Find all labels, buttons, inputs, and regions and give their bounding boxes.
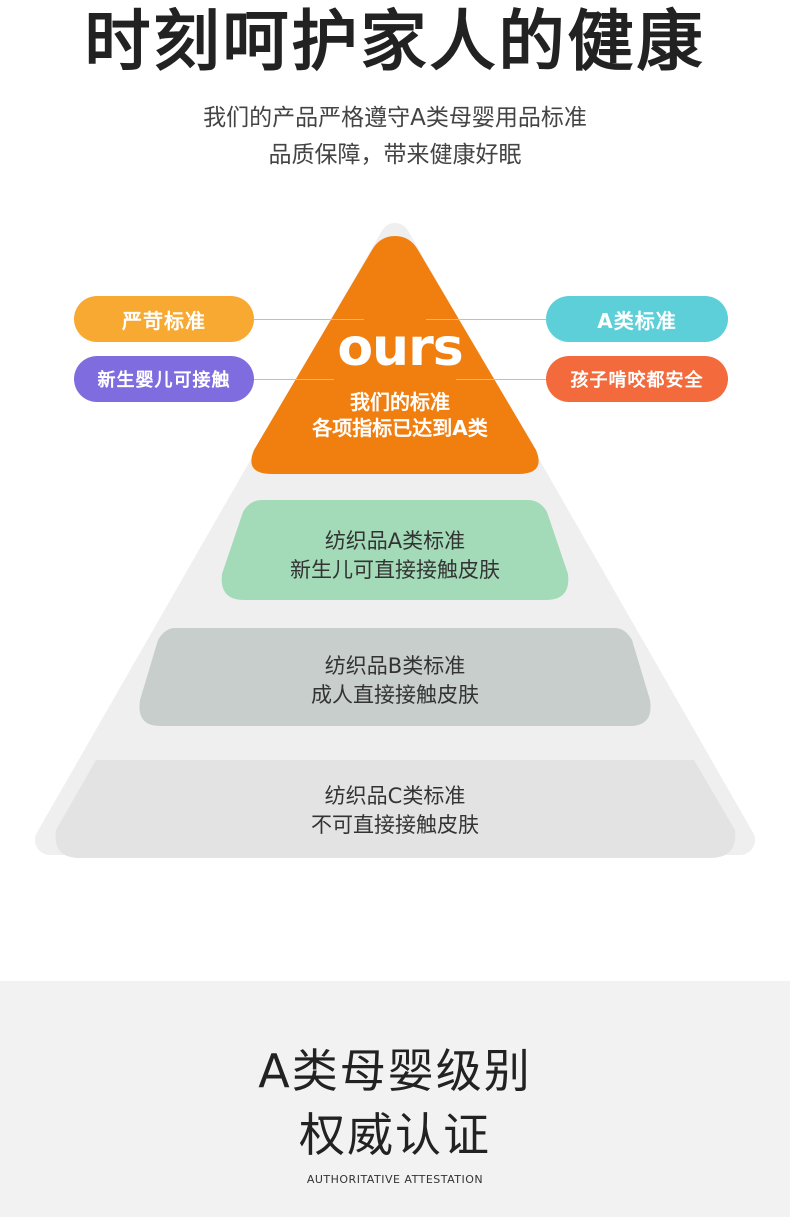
tier-a-title: 纺织品A类标准 <box>324 529 466 553</box>
brand-logo: ours <box>337 318 463 378</box>
connector-left-2 <box>254 379 334 380</box>
tier-c-title: 纺织品C类标准 <box>324 784 466 808</box>
tier-b-desc: 成人直接接触皮肤 <box>311 683 479 707</box>
tier-a-band <box>221 500 569 600</box>
certification-title-line-2: 权威认证 <box>299 1108 491 1162</box>
our-standard-line-1: 我们的标准 <box>350 390 450 414</box>
connector-right-1 <box>426 319 546 320</box>
connector-right-2 <box>456 379 546 380</box>
subtitle-line-1: 我们的产品严格遵守A类母婴用品标准 <box>203 105 587 131</box>
certification-title-line-1: A类母婴级别 <box>258 1044 532 1098</box>
badge-strict-standard: 严苛标准 <box>74 296 254 342</box>
badge-bite-safe: 孩子啃咬都安全 <box>546 356 728 402</box>
certification-section <box>0 981 790 1217</box>
connector-left-1 <box>254 319 364 320</box>
badge-a-class: A类标准 <box>546 296 728 342</box>
top-triangle <box>251 236 539 474</box>
tier-b-band <box>139 628 651 726</box>
certification-english: AUTHORITATIVE ATTESTATION <box>306 1173 484 1186</box>
tier-c-band <box>55 760 736 858</box>
badge-newborn-contact: 新生婴儿可接触 <box>74 356 254 402</box>
tier-c-desc: 不可直接接触皮肤 <box>311 813 479 837</box>
tier-b-title: 纺织品B类标准 <box>324 654 466 678</box>
our-standard-line-2: 各项指标已达到A类 <box>312 416 488 440</box>
standards-pyramid <box>35 223 755 858</box>
subtitle-line-2: 品质保障，带来健康好眠 <box>268 142 522 168</box>
tier-a-desc: 新生儿可直接接触皮肤 <box>290 558 500 582</box>
page-title: 时刻呵护家人的健康 <box>84 3 706 80</box>
